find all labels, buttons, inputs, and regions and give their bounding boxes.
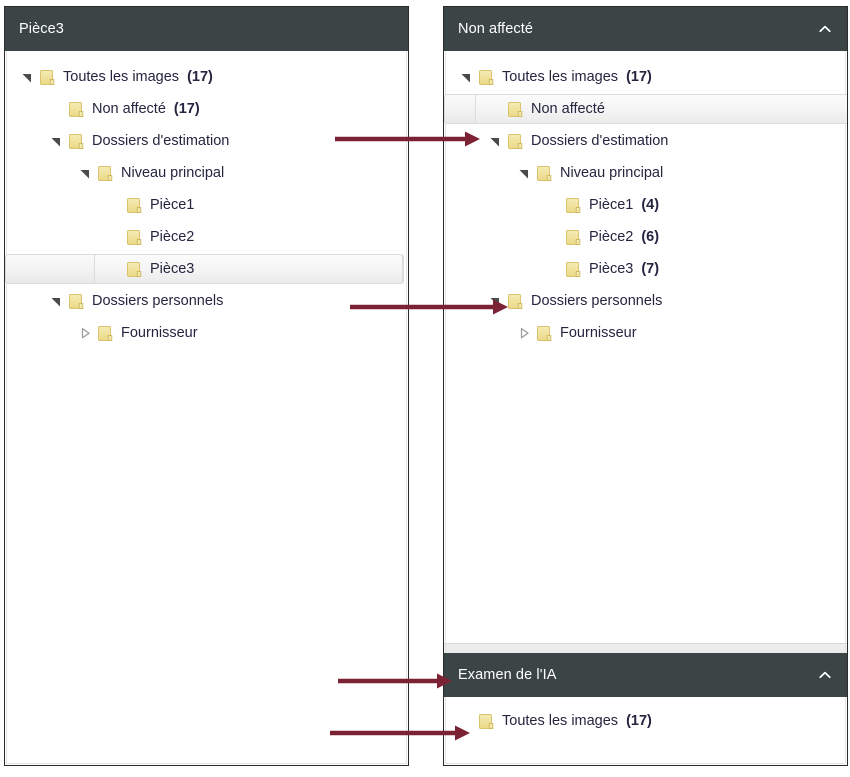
ai-review-header[interactable]: Examen de l'IA <box>444 653 847 697</box>
tree-item-count: (17) <box>187 68 213 85</box>
expander-collapsed-icon[interactable] <box>516 325 532 341</box>
tree-item-dossiers-d-estimation[interactable]: Dossiers d'estimation <box>5 125 408 157</box>
tree-item-piece1[interactable]: Pièce1 <box>5 189 408 221</box>
expander-expanded-icon[interactable] <box>487 133 503 149</box>
ai-review-tree: Toutes les images (17) <box>444 697 847 737</box>
tree-item-piece2[interactable]: Pièce2 (6) <box>444 221 847 253</box>
left-panel-tree: Toutes les images (17) Non affecté (17) Doss… <box>5 51 408 349</box>
tree-item-niveau-principal[interactable]: Niveau principal <box>444 157 847 189</box>
folder-icon <box>68 293 85 310</box>
tree-item-piece1[interactable]: Pièce1 (4) <box>444 189 847 221</box>
tree-item-label: Pièce2 <box>150 228 195 245</box>
expander-expanded-icon[interactable] <box>458 69 474 85</box>
tree-item-label: Dossiers personnels <box>531 292 663 309</box>
right-panel-header[interactable]: Non affecté <box>444 7 847 51</box>
folder-icon <box>97 165 114 182</box>
folder-icon <box>478 69 495 86</box>
tree-item-label: Niveau principal <box>560 164 664 181</box>
tree-item-label: Fournisseur <box>121 324 198 341</box>
folder-icon <box>39 69 56 86</box>
folder-icon <box>97 325 114 342</box>
folder-icon <box>478 713 495 730</box>
folder-icon <box>507 133 524 150</box>
folder-icon <box>126 261 143 278</box>
folder-icon <box>68 101 85 118</box>
tree-item-count: (17) <box>626 68 652 85</box>
tree-item-piece3[interactable]: Pièce3 <box>5 253 408 285</box>
tree-item-label: Pièce1 <box>150 196 195 213</box>
expander-expanded-icon[interactable] <box>487 293 503 309</box>
tree-item-label: Pièce3 <box>150 260 195 277</box>
expander-expanded-icon[interactable] <box>516 165 532 181</box>
tree-item-toutes-les-images[interactable]: Toutes les images (17) <box>444 705 847 737</box>
tree-item-non-affecte[interactable]: Non affecté (17) <box>5 93 408 125</box>
tree-item-toutes-les-images[interactable]: Toutes les images (17) <box>5 61 408 93</box>
tree-item-count: (7) <box>641 260 660 277</box>
folder-icon <box>68 133 85 150</box>
tree-item-dossiers-personnels[interactable]: Dossiers personnels <box>444 285 847 317</box>
tree-item-label: Non affecté <box>531 100 605 117</box>
tree-item-count: (6) <box>641 228 660 245</box>
tree-item-label: Toutes les images <box>63 68 180 85</box>
expander-expanded-icon[interactable] <box>77 165 93 181</box>
folder-icon <box>536 165 553 182</box>
folder-icon <box>565 229 582 246</box>
tree-item-label: Pièce3 <box>589 260 634 277</box>
tree-item-dossiers-personnels[interactable]: Dossiers personnels <box>5 285 408 317</box>
folder-icon <box>507 293 524 310</box>
tree-item-toutes-les-images[interactable]: Toutes les images (17) <box>444 61 847 93</box>
tree-item-label: Fournisseur <box>560 324 637 341</box>
expander-expanded-icon[interactable] <box>48 293 64 309</box>
tree-item-piece2[interactable]: Pièce2 <box>5 221 408 253</box>
tree-item-label: Pièce1 <box>589 196 634 213</box>
expander-expanded-icon[interactable] <box>19 69 35 85</box>
folder-icon <box>536 325 553 342</box>
ai-review-title: Examen de l'IA <box>458 666 557 683</box>
expander-expanded-icon[interactable] <box>48 133 64 149</box>
folder-icon <box>126 197 143 214</box>
expander-collapsed-icon[interactable] <box>77 325 93 341</box>
tree-item-fournisseur[interactable]: Fournisseur <box>444 317 847 349</box>
folder-icon <box>565 197 582 214</box>
tree-item-label: Pièce2 <box>589 228 634 245</box>
right-tree-panel: Non affecté Toutes les images (17) Non aff… <box>443 6 848 766</box>
selection-highlight <box>94 254 403 284</box>
section-divider <box>444 643 847 653</box>
tree-item-niveau-principal[interactable]: Niveau principal <box>5 157 408 189</box>
tree-item-fournisseur[interactable]: Fournisseur <box>5 317 408 349</box>
folder-icon <box>507 101 524 118</box>
left-tree-panel: Pièce3 Toutes les images (17) Non affecté (… <box>4 6 409 766</box>
tree-item-count: (17) <box>626 712 652 729</box>
chevron-up-icon[interactable] <box>817 667 833 683</box>
tree-item-label: Toutes les images <box>502 712 619 729</box>
tree-item-label: Toutes les images <box>502 68 619 85</box>
left-panel-title: Pièce3 <box>19 20 64 37</box>
tree-item-label: Non affecté <box>92 100 166 117</box>
tree-item-label: Dossiers d'estimation <box>92 132 230 149</box>
tree-item-dossiers-d-estimation[interactable]: Dossiers d'estimation <box>444 125 847 157</box>
left-panel-header[interactable]: Pièce3 <box>5 7 408 51</box>
tree-item-piece3[interactable]: Pièce3 (7) <box>444 253 847 285</box>
right-panel-title: Non affecté <box>458 20 533 37</box>
tree-item-count: (17) <box>173 100 200 117</box>
tree-item-count: (4) <box>641 196 660 213</box>
folder-icon <box>126 229 143 246</box>
folder-icon <box>565 261 582 278</box>
tree-item-label: Dossiers personnels <box>92 292 224 309</box>
chevron-up-icon[interactable] <box>817 21 833 37</box>
selection-highlight <box>475 94 847 124</box>
tree-item-label: Dossiers d'estimation <box>531 132 669 149</box>
tree-item-label: Niveau principal <box>121 164 225 181</box>
tree-item-non-affecte[interactable]: Non affecté <box>444 93 847 125</box>
